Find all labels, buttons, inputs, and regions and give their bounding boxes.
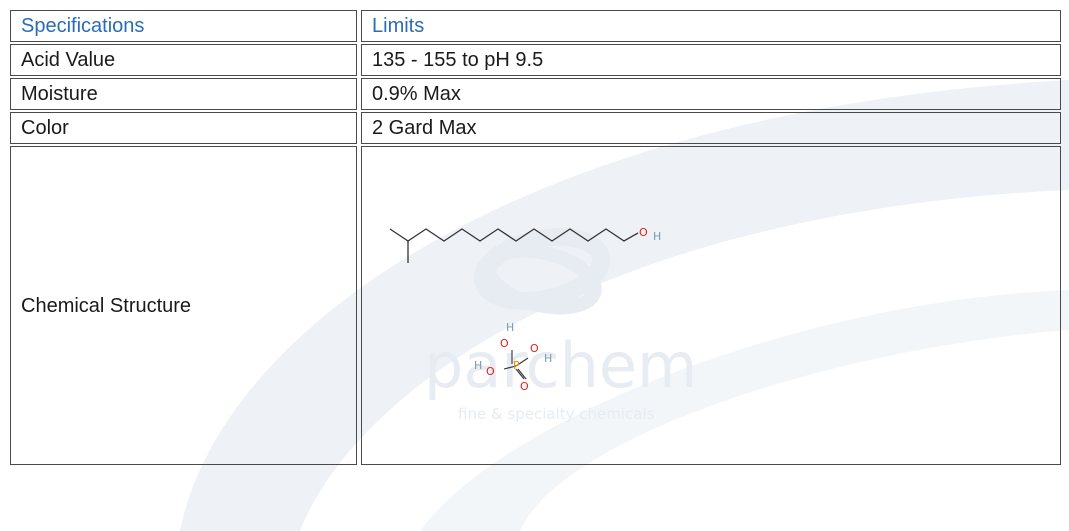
oxygen-atom: O <box>639 226 648 239</box>
table-row: Color 2 Gard Max <box>10 112 1061 144</box>
table-row: Chemical Structure parchem fine & specia… <box>10 146 1061 465</box>
oxygen-atom: O <box>530 342 539 355</box>
hydrogen-atom: H <box>544 352 552 365</box>
spec-cell: Acid Value <box>10 44 357 76</box>
watermark-brand: parchem <box>424 329 697 402</box>
table-row: Moisture 0.9% Max <box>10 78 1061 110</box>
hydrogen-atom: H <box>474 359 482 372</box>
chemical-structure-image: parchem fine & specialty chemicals O H <box>389 226 697 423</box>
hydrogen-atom: H <box>653 230 661 243</box>
table-row: Acid Value 135 - 155 to pH 9.5 <box>10 44 1061 76</box>
table-header-row: Specifications Limits <box>10 10 1061 42</box>
parchem-watermark-logo: parchem fine & specialty chemicals <box>424 228 697 423</box>
header-specifications: Specifications <box>10 10 357 42</box>
watermark-tagline: fine & specialty chemicals <box>458 405 655 423</box>
header-limits: Limits <box>361 10 1061 42</box>
oxygen-atom: O <box>486 365 495 378</box>
hydrogen-atom: H <box>506 321 514 334</box>
spec-cell: Chemical Structure <box>10 146 357 465</box>
spec-cell: Color <box>10 112 357 144</box>
chemical-structure-cell: parchem fine & specialty chemicals O H <box>361 146 1061 465</box>
oxygen-atom: O <box>520 380 529 393</box>
spec-cell: Moisture <box>10 78 357 110</box>
specifications-table: Specifications Limits Acid Value 135 - 1… <box>6 8 1065 467</box>
oxygen-atom: O <box>500 337 509 350</box>
phosphorus-atom: P <box>513 359 520 372</box>
limit-cell: 0.9% Max <box>361 78 1061 110</box>
limit-cell: 2 Gard Max <box>361 112 1061 144</box>
limit-cell: 135 - 155 to pH 9.5 <box>361 44 1061 76</box>
